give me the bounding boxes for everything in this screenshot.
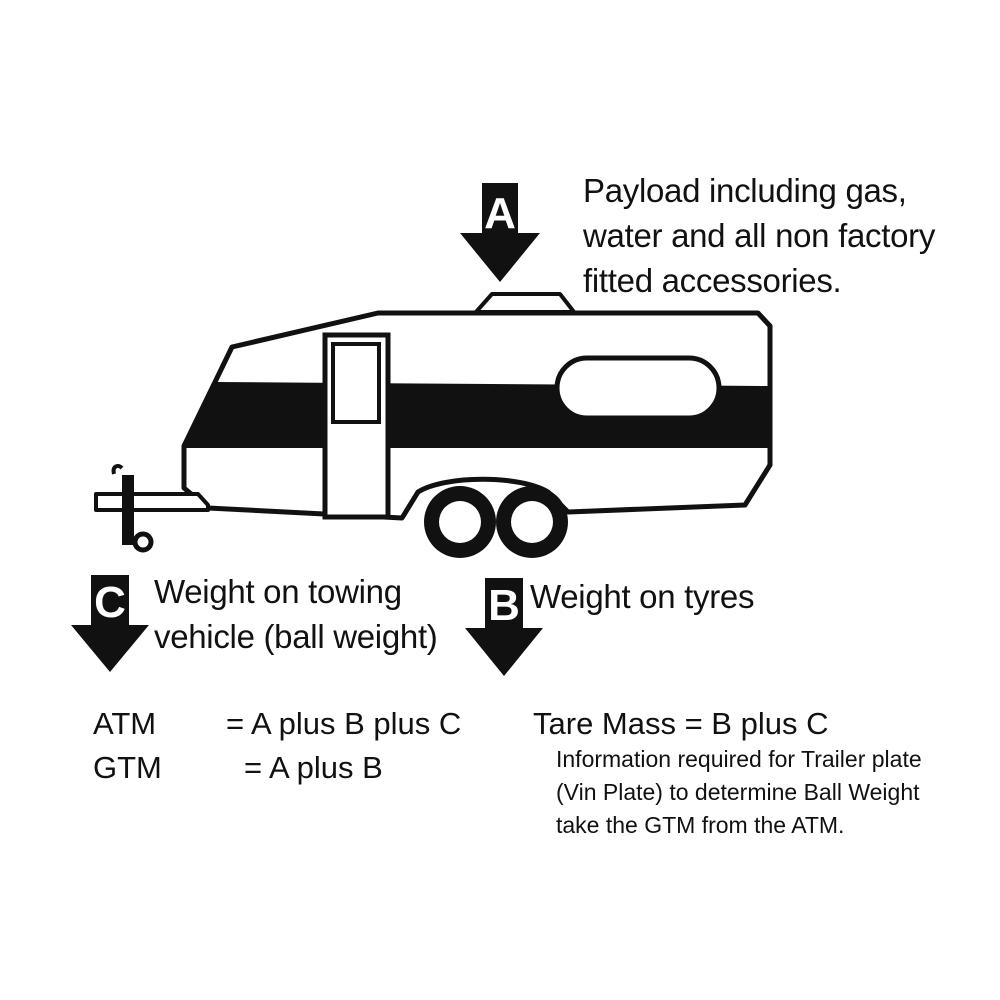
arrow-a: A: [460, 183, 540, 282]
payload-line-3: fitted accessories.: [583, 262, 842, 299]
caravan: [94, 292, 773, 558]
wheel-front: [424, 486, 496, 558]
tare-mass-formula: Tare Mass = B plus C: [533, 706, 829, 741]
towing-label: Weight on towing vehicle (ball weight): [154, 569, 438, 659]
info-line-1: Information required for Trailer plate: [556, 746, 922, 772]
payload-label: Payload including gas, water and all non…: [583, 168, 935, 303]
info-line-2: (Vin Plate) to determine Ball Weight: [556, 779, 920, 805]
arrow-c: C: [71, 575, 149, 672]
payload-line-1: Payload including gas,: [583, 172, 907, 209]
info-line-3: take the GTM from the ATM.: [556, 812, 845, 838]
tyres-label: Weight on tyres: [530, 578, 755, 615]
gtm-expression: = A plus B: [244, 750, 383, 785]
towing-line-1: Weight on towing: [154, 573, 402, 610]
towing-line-2: vehicle (ball weight): [154, 618, 438, 655]
gtm-label: GTM: [93, 750, 162, 785]
info-note: Information required for Trailer plate (…: [556, 743, 922, 842]
payload-line-2: water and all non factory: [583, 217, 936, 254]
arrow-b: B: [465, 578, 543, 676]
atm-expression: = A plus B plus C: [226, 706, 462, 741]
wheel-rear: [496, 486, 568, 558]
atm-label: ATM: [93, 706, 157, 741]
arrow-b-letter: B: [488, 581, 520, 630]
arrow-a-letter: A: [484, 189, 516, 238]
arrow-c-letter: C: [94, 578, 126, 627]
